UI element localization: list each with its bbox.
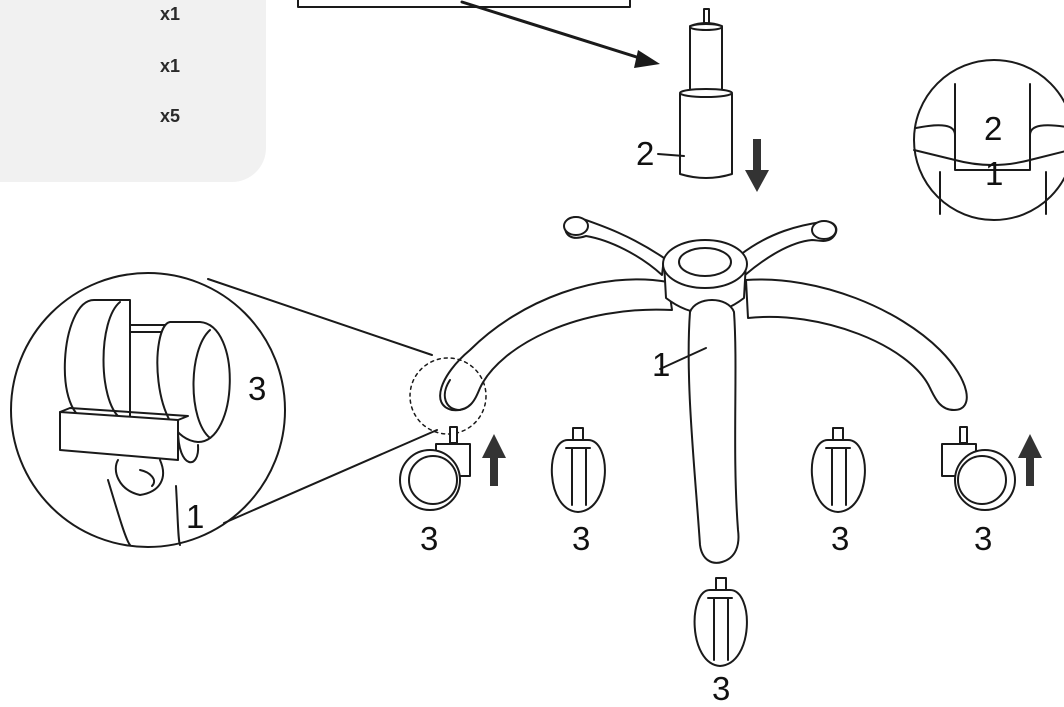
label-detail-upper: 2 (984, 110, 1003, 147)
label-box-fragment (297, 0, 631, 8)
label-detail-base: 1 (186, 498, 205, 535)
arrow-down-icon (745, 139, 769, 192)
caster-wheel (399, 426, 471, 511)
label-base: 1 (652, 346, 671, 383)
label-detail-caster: 3 (248, 370, 267, 407)
label-detail-lower: 1 (985, 155, 1004, 192)
label-caster: 3 (974, 520, 993, 557)
arrow-up-icon (482, 434, 506, 486)
label-gas-lift: 2 (636, 135, 655, 172)
caster-wheel (941, 426, 1016, 511)
part-quantity: x1 (160, 4, 181, 24)
part-quantity: x1 (160, 56, 181, 76)
label-caster: 3 (572, 520, 591, 557)
label-caster: 3 (831, 520, 850, 557)
gas-lift (657, 8, 733, 179)
label-caster: 3 (420, 520, 439, 557)
label-caster: 3 (712, 670, 731, 707)
caster-wheel (810, 427, 866, 513)
parts-list-panel (0, 0, 266, 182)
caster-wheel (693, 577, 748, 667)
part-quantity: x5 (160, 106, 181, 126)
detail-view-caster (10, 272, 487, 548)
caster-wheel (550, 427, 606, 513)
callout-leader (659, 347, 707, 370)
chair-base (439, 216, 968, 564)
arrow-up-icon (1018, 434, 1042, 486)
detail-view-hub (913, 59, 1064, 221)
pointer-arrow (460, 0, 660, 68)
